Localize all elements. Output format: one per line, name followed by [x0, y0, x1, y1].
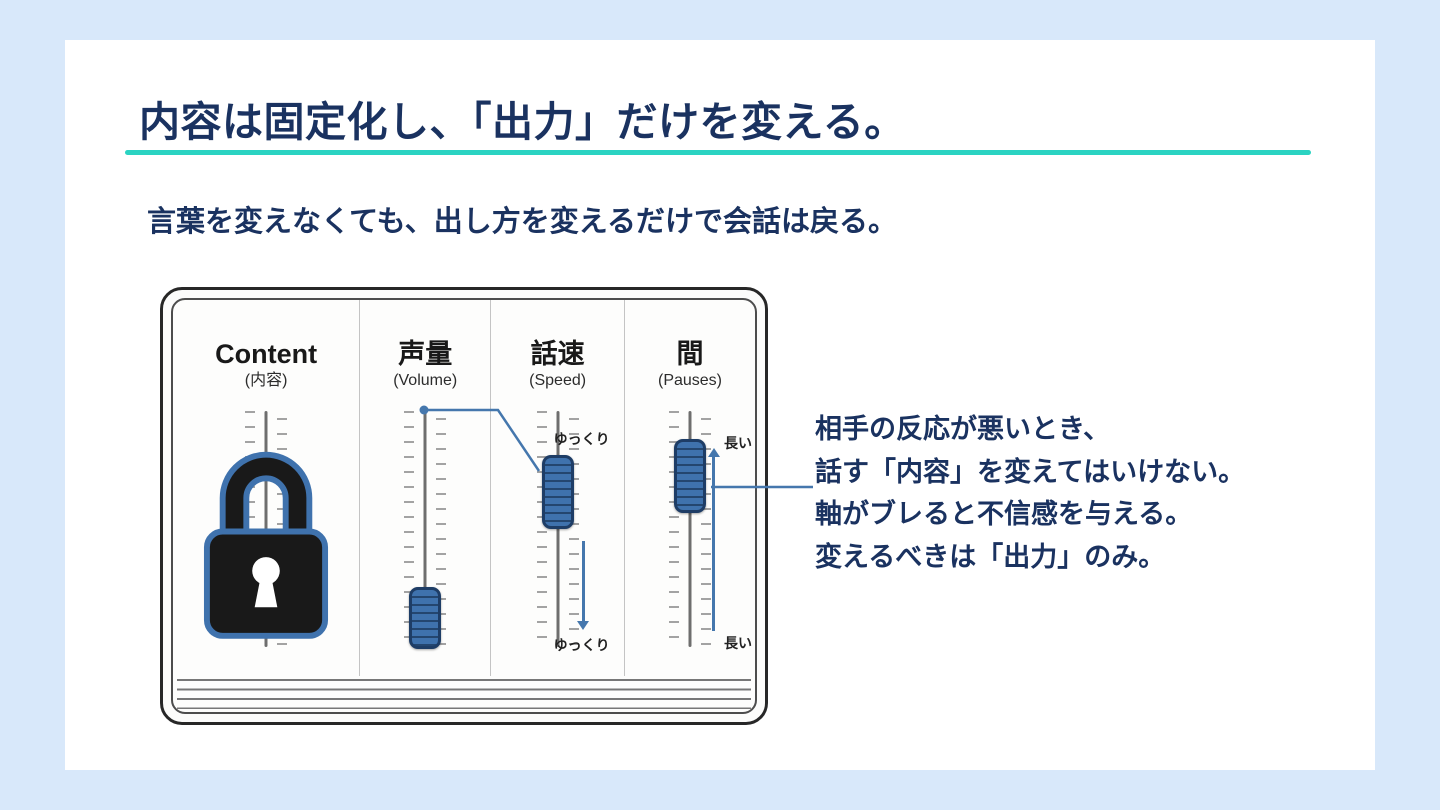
annotation-line: 軸がブレると不信感を与える。 [815, 499, 1193, 530]
pauses-bottom-label: 長い [724, 635, 752, 652]
slider-track [688, 411, 692, 648]
speed-top-label: ゆっくり [553, 431, 610, 448]
volume-slider-handle [409, 587, 442, 650]
tick-marks [568, 411, 579, 648]
speed-down-arrow-icon [581, 541, 585, 628]
mixer-panel: Content (内容) [160, 287, 768, 725]
annotation-line: 変えるべきは「出力」のみ。 [815, 541, 1166, 572]
pauses-slider: 長い 長い [658, 409, 752, 651]
column-volume-sublabel: (Volume) [393, 372, 458, 390]
tick-marks [669, 411, 679, 648]
title-underline [125, 150, 1311, 155]
column-pauses: 間 (Pauses) 長い 長い [624, 300, 755, 676]
pauses-up-arrow-icon [712, 451, 715, 632]
speed-slider-handle [541, 455, 574, 530]
lock-icon [204, 452, 329, 640]
tick-marks [701, 411, 711, 648]
column-content: Content (内容) [173, 300, 359, 676]
column-speed: 話速 (Speed) ゆっくり ゆっくり [490, 300, 624, 676]
pauses-top-label: 長い [724, 435, 752, 452]
tick-marks [404, 411, 415, 648]
column-pauses-sublabel: (Pauses) [657, 372, 723, 390]
volume-slider [393, 409, 457, 650]
panel-base-lines [177, 679, 751, 709]
pauses-slider-handle [674, 439, 706, 514]
slider-track [423, 411, 427, 648]
column-content-sublabel: (内容) [244, 372, 288, 390]
column-volume: 声量 (Volume) [359, 300, 490, 676]
page-title: 内容は固定化し、「出力」だけを変える。 [139, 99, 906, 145]
mixer-illustration: Content (内容) [160, 287, 825, 732]
mixer-panel-frame: Content (内容) [171, 298, 757, 714]
slide-subtitle: 言葉を変えなくても、出し方を変えるだけで会話は戻る。 [147, 206, 897, 238]
slide-card: 内容は固定化し、「出力」だけを変える。 言葉を変えなくても、出し方を変えるだけで… [65, 40, 1375, 770]
column-speed-label: 話速 [530, 339, 585, 369]
tick-marks [536, 411, 547, 648]
annotation-line: 相手の反応が悪いとき、 [815, 414, 1111, 444]
column-volume-label: 声量 [398, 339, 453, 369]
tick-marks [436, 411, 447, 648]
column-content-label: Content [215, 339, 318, 369]
column-speed-sublabel: (Speed) [529, 372, 587, 390]
speed-bottom-label: ゆっくり [553, 637, 610, 654]
annotation-text: 相手の反応が悪いとき、 話す「内容」を変えてはいけない。 軸がブレると不信感を与… [815, 408, 1335, 579]
content-track [204, 409, 329, 649]
annotation-line: 話す「内容」を変えてはいけない。 [815, 456, 1246, 487]
speed-slider: ゆっくり ゆっくり [526, 409, 610, 653]
mixer-columns: Content (内容) [173, 300, 755, 676]
column-pauses-label: 間 [676, 339, 704, 369]
slider-track [556, 411, 560, 648]
